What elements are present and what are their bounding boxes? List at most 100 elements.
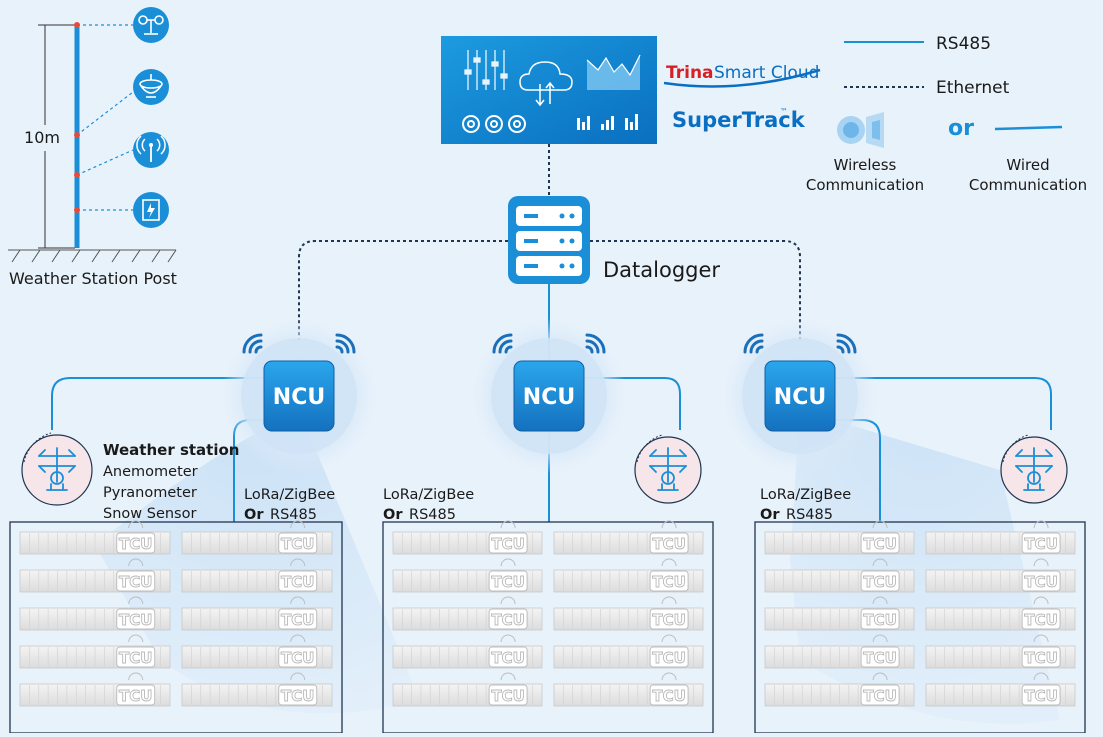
legend-or: or: [948, 116, 974, 141]
tcu-controller: TCU: [116, 596, 156, 630]
tracker-row: TCU: [925, 634, 1076, 669]
tracker-row: TCU: [19, 596, 171, 631]
tcu-label: TCU: [119, 687, 152, 705]
tcu-signal-icon: [500, 520, 516, 529]
tcu-controller: TCU: [860, 596, 900, 630]
tcu-controller: TCU: [649, 672, 689, 706]
legend-wired-line: [994, 125, 1063, 131]
tracker-row: TCU: [19, 634, 171, 669]
sensor-dot: [74, 172, 80, 178]
datalogger-label: Datalogger: [603, 258, 720, 282]
tcu-controller: TCU: [1021, 672, 1061, 706]
tracker-row: TCU: [553, 558, 704, 593]
tcu-label: TCU: [491, 687, 524, 705]
tcu-signal-icon: [128, 672, 144, 681]
tracker-row: TCU: [553, 634, 704, 669]
tcu-signal-icon: [290, 634, 306, 643]
wifi-icon: [242, 333, 356, 354]
wifi-icon: [492, 333, 606, 354]
tcu-controller: TCU: [860, 520, 900, 554]
tracker-row: TCU: [392, 520, 543, 555]
sensor-dot: [74, 207, 80, 213]
wireless-signal-icon: [837, 112, 884, 148]
tcu-label: TCU: [863, 687, 896, 705]
ncu-box: [263, 360, 335, 432]
tcu-label: TCU: [863, 573, 896, 591]
rain-gauge-icon: [133, 69, 169, 105]
tracker-row: TCU: [19, 520, 171, 555]
ncu-node: NCU: [471, 318, 681, 522]
legend-rs485-label: RS485: [936, 34, 991, 54]
gauge-icons: [462, 115, 526, 133]
tracker-row: TCU: [19, 558, 171, 593]
tcu-label: TCU: [281, 573, 314, 591]
tracker-row: TCU: [553, 596, 704, 631]
link-label-line1: LoRa/ZigBee: [244, 487, 335, 503]
tcu-label: TCU: [119, 535, 152, 553]
link-label-left: LoRa/ZigBee Or RS485: [244, 487, 335, 523]
sensor-dot: [74, 22, 80, 28]
tcu-signal-icon: [500, 634, 516, 643]
link-label-or: Or: [244, 507, 264, 523]
height-label: 10m: [24, 128, 60, 147]
tcu-label: TCU: [1024, 573, 1057, 591]
weather-station-item: Pyranometer: [103, 485, 197, 501]
tcu-controller: TCU: [278, 558, 318, 592]
tracker-row: TCU: [764, 558, 915, 593]
tcu-controller: TCU: [278, 634, 318, 668]
tracker-row: TCU: [181, 558, 333, 593]
tcu-label: TCU: [652, 649, 685, 667]
tcu-label: TCU: [281, 611, 314, 629]
tcu-signal-icon: [872, 520, 888, 529]
tcu-controller: TCU: [1021, 634, 1061, 668]
tcu-controller: TCU: [278, 520, 318, 554]
tcu-controller: TCU: [1021, 558, 1061, 592]
wind-vane-icon: [133, 7, 169, 43]
link-label-or: Or: [383, 507, 403, 523]
tcu-signal-icon: [872, 672, 888, 681]
tcu-label: TCU: [119, 611, 152, 629]
link-label-right: LoRa/ZigBee Or RS485: [760, 487, 851, 523]
tcu-label: TCU: [119, 573, 152, 591]
tracker-row: TCU: [181, 520, 333, 555]
tcu-label: TCU: [119, 649, 152, 667]
tcu-signal-icon: [128, 634, 144, 643]
ncu-label: NCU: [774, 385, 826, 410]
tracker-row: TCU: [764, 634, 915, 669]
height-label-bg: [20, 125, 68, 151]
tcu-controller: TCU: [860, 634, 900, 668]
tcu-label: TCU: [491, 611, 524, 629]
tcu-label: TCU: [1024, 649, 1057, 667]
weather-station-icon: [21, 432, 93, 506]
ground-hatching: [8, 249, 177, 263]
ncu-label: NCU: [523, 385, 575, 410]
tracker-row: TCU: [553, 672, 704, 707]
brand-suffix: Smart Cloud: [714, 63, 819, 83]
tcu-label: TCU: [281, 649, 314, 667]
tcu-controller: TCU: [488, 672, 528, 706]
tcu-signal-icon: [290, 520, 306, 529]
tracker-row: TCU: [925, 596, 1076, 631]
tcu-label: TCU: [863, 535, 896, 553]
tcu-label: TCU: [491, 535, 524, 553]
weather-station-item: Snow Sensor: [103, 506, 196, 522]
link-label-line1: LoRa/ZigBee: [760, 487, 851, 503]
rs485-link: [51, 377, 265, 430]
tracker-row: TCU: [925, 520, 1076, 555]
ethernet-left-link: [298, 240, 508, 340]
tcu-label: TCU: [1024, 535, 1057, 553]
tcu-signal-icon: [128, 520, 144, 529]
cloud-icon: [519, 61, 573, 107]
tracker-row: TCU: [925, 558, 1076, 593]
legend-ethernet-label: Ethernet: [936, 78, 1010, 98]
trina-smart-cloud-logo: Trina Smart Cloud: [663, 63, 821, 88]
cloud-dashboard: [441, 36, 657, 144]
tcu-controller: TCU: [116, 672, 156, 706]
datalogger-icon: [508, 196, 590, 284]
tcu-label: TCU: [491, 573, 524, 591]
tracker-row: TCU: [392, 558, 543, 593]
bar-chart-icons: [577, 114, 638, 130]
tcu-signal-icon: [290, 558, 306, 567]
